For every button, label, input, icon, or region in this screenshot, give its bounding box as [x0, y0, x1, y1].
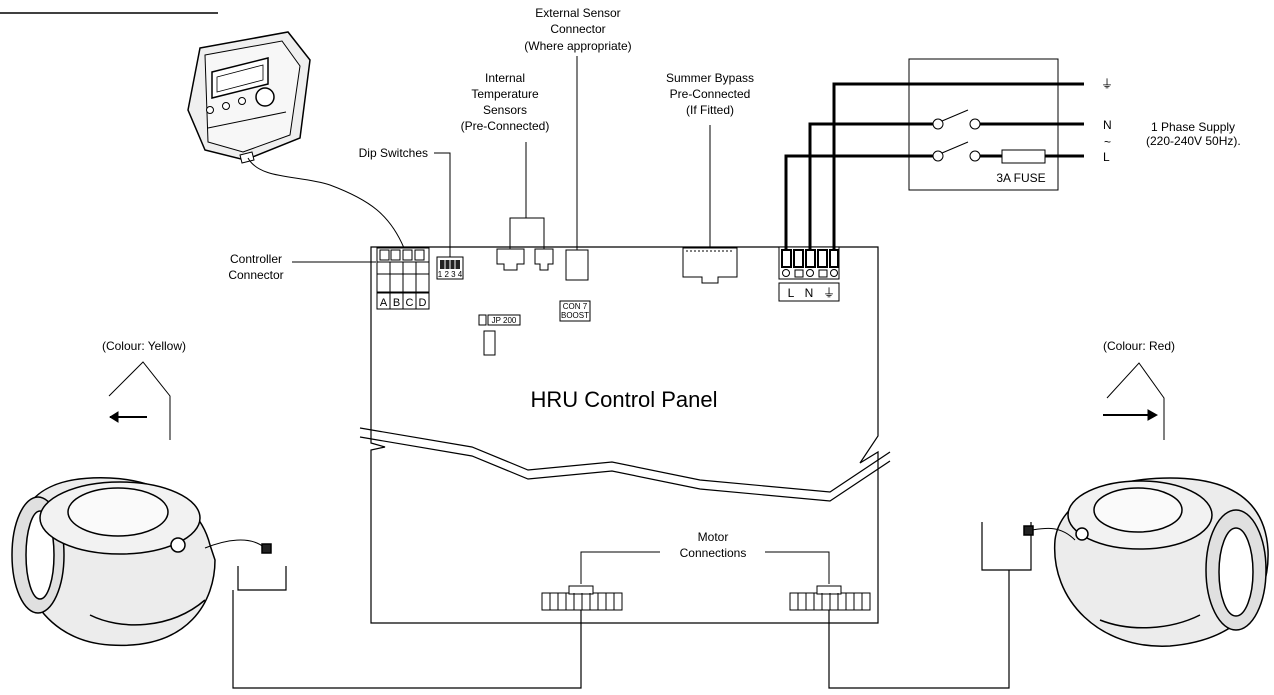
ext-sensor-label-1: External Sensor — [535, 6, 620, 20]
controller-connector-label-2: Connector — [228, 268, 283, 282]
external-sensor-connector — [565, 249, 589, 281]
motor-connector-right — [789, 585, 871, 611]
supply-tilde-label: ~ — [1104, 135, 1111, 149]
dip-switches: 1 2 3 4 — [436, 256, 464, 280]
motor-connections-leader — [580, 551, 830, 584]
internal-temp-label-2: Temperature — [471, 87, 539, 101]
colour-yellow-label: (Colour: Yellow) — [102, 339, 186, 353]
controller-connector-label-1: Controller — [230, 252, 282, 266]
terminal-l: L — [788, 286, 795, 300]
controller-connector: A B C D — [376, 247, 430, 310]
con7-label: CON 7 — [563, 302, 588, 311]
pin-d: D — [419, 297, 427, 309]
remote-controller-device — [187, 31, 311, 164]
pin-b: B — [393, 297, 400, 309]
colour-red-label: (Colour: Red) — [1103, 339, 1175, 353]
motor-connector-left — [541, 585, 623, 611]
jp200-label: JP 200 — [492, 316, 517, 325]
internal-temp-label-4: (Pre-Connected) — [461, 119, 550, 133]
boost-label: BOOST — [561, 311, 589, 320]
supply-l-label: L — [1103, 150, 1110, 164]
ext-sensor-label-3: (Where appropriate) — [524, 39, 631, 53]
motor-cables — [232, 522, 1032, 689]
airflow-arrow-yellow — [108, 361, 171, 440]
summer-bypass-label-3: (If Fitted) — [686, 103, 734, 117]
panel-title: HRU Control Panel — [530, 387, 717, 412]
dip-numbers: 1 2 3 4 — [438, 270, 463, 279]
summer-bypass-connector — [682, 247, 738, 284]
supply-wiring — [784, 82, 1084, 250]
power-terminal-block: L N ⏚ — [778, 246, 840, 302]
controller-cable — [247, 157, 405, 249]
supply-n-label: N — [1103, 118, 1112, 132]
dip-switches-leader — [434, 152, 451, 257]
terminal-n: N — [805, 286, 814, 300]
internal-temp-leader — [509, 142, 545, 249]
internal-temp-label-1: Internal — [485, 71, 525, 85]
temp-sensor-connectors — [496, 248, 554, 271]
pin-a: A — [380, 297, 388, 309]
motor-connections-label-1: Motor — [698, 530, 729, 544]
summer-bypass-label-2: Pre-Connected — [670, 87, 751, 101]
fan-motor-left — [11, 477, 272, 647]
phase-supply-line1: 1 Phase Supply — [1151, 120, 1235, 134]
isolator-switch-box: 3A FUSE — [908, 58, 1059, 191]
motor-connections-label-2: Connections — [680, 546, 747, 560]
ext-sensor-label-2: Connector — [550, 22, 605, 36]
jp200-jumper: JP 200 — [478, 314, 521, 356]
control-panel-board: HRU Control Panel — [359, 246, 891, 624]
con7-boost: CON 7 BOOST — [559, 300, 591, 322]
summer-bypass-label-1: Summer Bypass — [666, 71, 754, 85]
supply-earth-icon: ⏚ — [1101, 77, 1113, 91]
fuse-body — [1001, 149, 1046, 164]
fuse-label: 3A FUSE — [996, 171, 1045, 185]
terminal-earth-icon: ⏚ — [823, 286, 835, 300]
phase-supply-line2: (220-240V 50Hz). — [1146, 134, 1241, 148]
fan-motor-right — [1023, 477, 1269, 647]
internal-temp-label-3: Sensors — [483, 103, 527, 117]
pin-c: C — [406, 297, 414, 309]
dip-switches-label: Dip Switches — [359, 146, 428, 160]
airflow-arrow-red — [1103, 362, 1165, 440]
